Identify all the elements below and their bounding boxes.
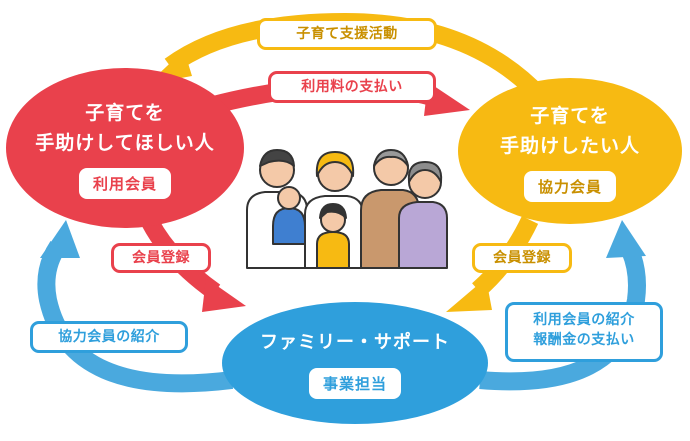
arrow-register-right-head — [446, 278, 492, 312]
requester-title-line2: 手助けしてほしい人 — [35, 131, 215, 154]
user-introduction-label: 利用会員の紹介 報酬金の支払い — [505, 302, 663, 362]
arrow-user-intro-head — [606, 220, 646, 258]
user-introduction-line2: 報酬金の支払い — [533, 332, 635, 348]
member-registration-right-label: 会員登録 — [472, 243, 572, 273]
helper-title-line1: 子育てを — [530, 104, 610, 127]
support-activity-label: 子育て支援活動 — [257, 18, 437, 50]
helper-node: 子育てを 手助けしたい人 協力会員 — [458, 78, 682, 224]
helper-role-badge: 協力会員 — [523, 170, 616, 202]
fee-payment-label: 利用料の支払い — [268, 71, 436, 103]
requester-role-badge: 利用会員 — [78, 167, 171, 199]
helper-introduction-label: 協力会員の紹介 — [30, 321, 188, 353]
family-group-icon — [246, 149, 448, 269]
center-role-badge: 事業担当 — [308, 367, 401, 399]
center-node: ファミリー・サポート 事業担当 — [222, 302, 488, 424]
member-registration-left-label: 会員登録 — [111, 243, 211, 273]
center-title: ファミリー・サポート — [260, 331, 450, 353]
helper-title-line2: 手助けしたい人 — [499, 134, 640, 157]
requester-title-line1: 子育てを — [85, 101, 165, 124]
user-introduction-line1: 利用会員の紹介 — [533, 312, 635, 328]
requester-node: 子育てを 手助けしてほしい人 利用会員 — [6, 68, 244, 228]
arrow-register-left-head — [202, 278, 246, 312]
arrow-helper-intro-head — [40, 220, 80, 258]
